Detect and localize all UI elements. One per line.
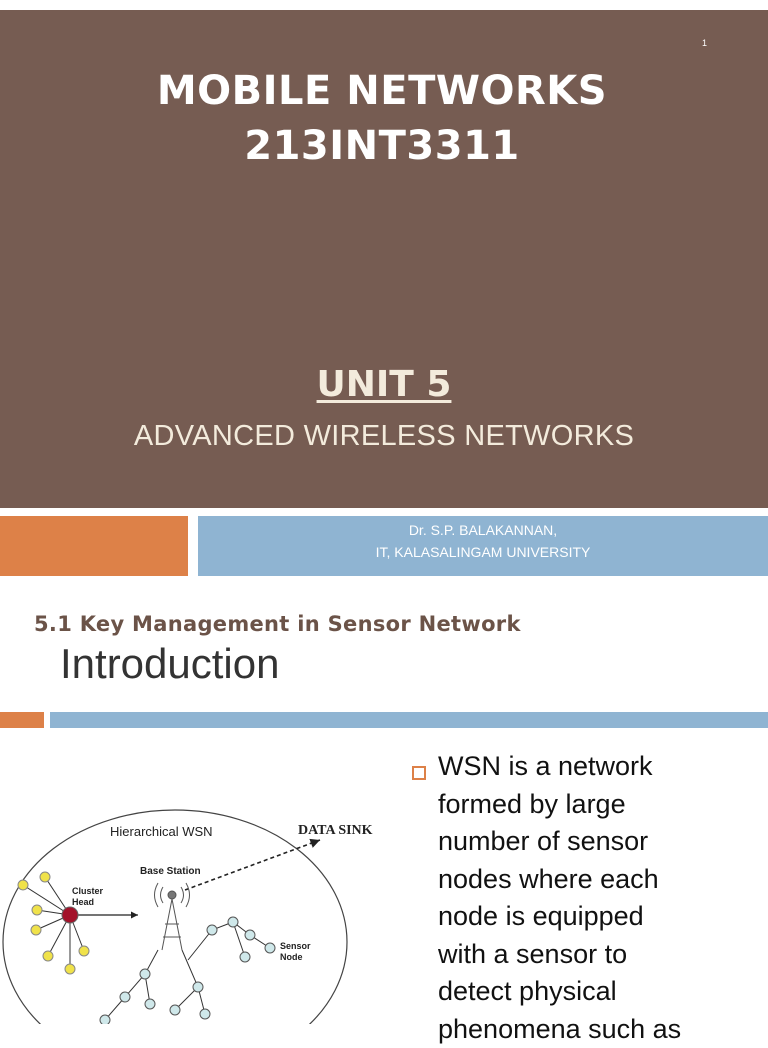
bullet-line: WSN is a network: [438, 748, 758, 786]
author-name: Dr. S.P. BALAKANNAN,: [198, 519, 768, 541]
sink-link: [185, 840, 320, 890]
unit-title: UNIT 5: [0, 364, 768, 405]
accent-orange-block: [0, 516, 188, 576]
bullet-line: number of sensor: [438, 823, 758, 861]
course-title-line1: MOBILE NETWORKS: [0, 64, 768, 119]
bullet-line: phenomena such as: [438, 1011, 758, 1048]
slide-number: 1: [702, 38, 707, 48]
divider-orange-bar: [0, 712, 44, 728]
bullet-line: with a sensor to: [438, 936, 758, 974]
bullet-line: nodes where each: [438, 861, 758, 899]
base-station-label: Base Station: [140, 866, 201, 877]
sensor-node-label-1: Sensor: [280, 941, 311, 951]
cluster-head-node: [62, 907, 78, 923]
section-heading: 5.1 Key Management in Sensor Network: [34, 612, 521, 636]
cluster-head-label-1: Cluster: [72, 886, 104, 896]
unit-subtitle: ADVANCED WIRELESS NETWORKS: [0, 420, 768, 453]
course-code: 213INT3311: [0, 119, 768, 174]
author-affiliation: IT, KALASALINGAM UNIVERSITY: [198, 541, 768, 563]
bullet-paragraph: WSN is a network formed by large number …: [438, 748, 758, 1048]
bullet-line: formed by large: [438, 786, 758, 824]
data-sink-label: DATA SINK: [298, 823, 373, 838]
network-boundary: [3, 810, 347, 1024]
sensor-nodes: [100, 917, 275, 1024]
bullet-line: node is equipped: [438, 898, 758, 936]
diagram-title: Hierarchical WSN: [110, 824, 213, 839]
intro-heading: Introduction: [60, 640, 279, 688]
sensor-node-label-2: Node: [280, 952, 303, 962]
course-title: MOBILE NETWORKS 213INT3311: [0, 64, 768, 174]
author-info: Dr. S.P. BALAKANNAN, IT, KALASALINGAM UN…: [198, 519, 768, 563]
bullet-line: detect physical: [438, 973, 758, 1011]
cluster-head-label-2: Head: [72, 897, 94, 907]
hierarchical-wsn-diagram: Hierarchical WSN DATA SINK Base Station …: [0, 752, 410, 1024]
divider-blue-bar: [50, 712, 768, 728]
bullet-square-icon: [412, 766, 426, 780]
base-station-icon: [155, 883, 190, 950]
